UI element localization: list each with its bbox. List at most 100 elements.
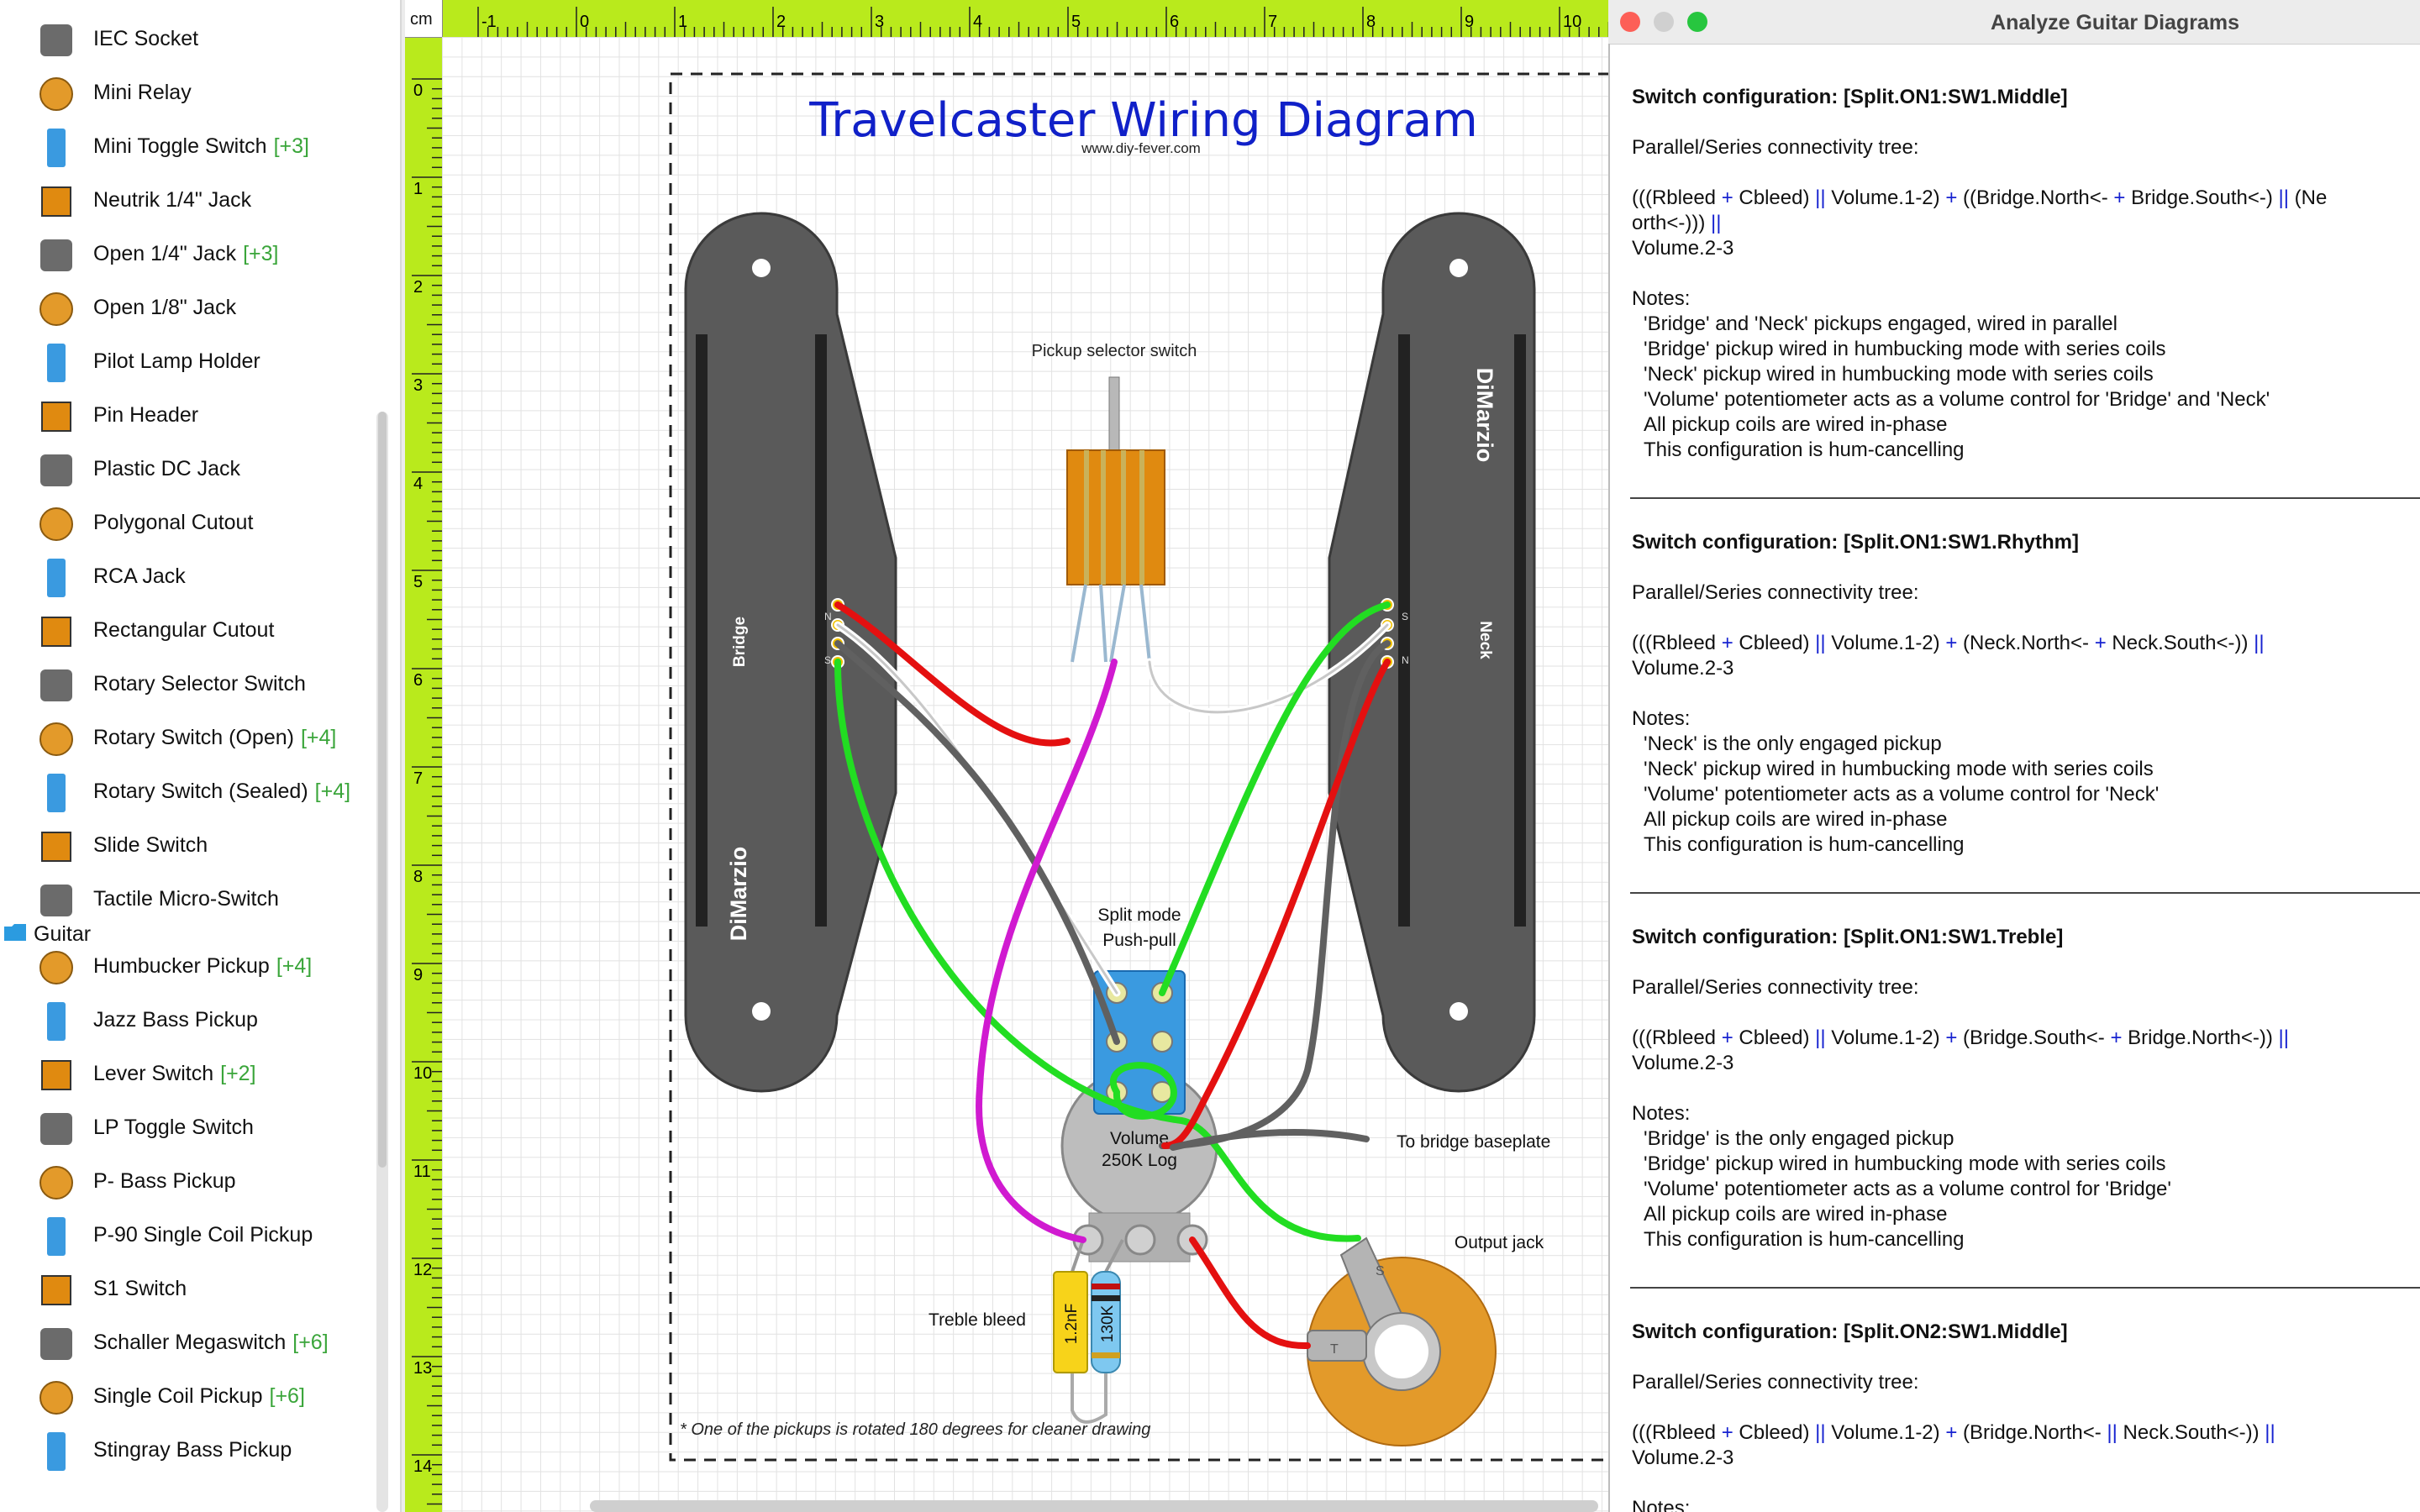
sidebar-item-label: Mini Toggle Switch[+3] xyxy=(93,134,309,159)
minimize-window-button[interactable] xyxy=(1654,12,1674,32)
sidebar-item-label: RCA Jack xyxy=(93,564,186,589)
tree-operator: + xyxy=(1945,1421,1958,1444)
tree-operator: + xyxy=(2110,1026,2123,1049)
item-name: Rectangular Cutout xyxy=(93,618,275,642)
neck-pickup-brand: DiMarzio xyxy=(1472,368,1497,463)
tree-operator: + xyxy=(1721,1026,1733,1049)
bridge-pickup[interactable]: Bridge DiMarzio N S xyxy=(684,212,897,1093)
category-guitar[interactable]: Guitar xyxy=(0,917,383,951)
diagram-page[interactable]: Travelcaster Wiring Diagram www.diy-feve… xyxy=(442,37,1608,1512)
sidebar-item[interactable]: Mini Relay xyxy=(0,67,383,121)
sidebar-item[interactable]: Mini Toggle Switch[+3] xyxy=(0,121,383,175)
sidebar-item[interactable]: IEC Socket xyxy=(0,13,383,67)
category-label: Guitar xyxy=(34,922,92,946)
note-line: 'Bridge' and 'Neck' pickups engaged, wir… xyxy=(1644,312,2118,335)
sidebar-item[interactable]: S1 Switch xyxy=(0,1263,383,1317)
wire-green-loop[interactable] xyxy=(1110,1062,1177,1120)
sidebar-item[interactable]: Jazz Bass Pickup xyxy=(0,995,383,1048)
sidebar-item-label: P- Bass Pickup xyxy=(93,1169,236,1194)
close-window-button[interactable] xyxy=(1620,12,1640,32)
sidebar-item[interactable]: Rotary Switch (Open)[+4] xyxy=(0,712,383,766)
wire-green-neck[interactable] xyxy=(1159,601,1391,996)
wire-red-output[interactable] xyxy=(1189,1236,1311,1350)
sidebar-item[interactable]: Open 1/4" Jack[+3] xyxy=(0,228,383,282)
item-name: Rotary Switch (Open) xyxy=(93,726,294,749)
note-line: 'Bridge' pickup wired in humbucking mode… xyxy=(1644,1152,2166,1175)
ruler-tick-label: 5 xyxy=(1071,13,1081,31)
sidebar-item[interactable]: Stingray Bass Pickup xyxy=(0,1425,383,1478)
tree-operator: || xyxy=(2254,632,2265,654)
diagram-subtitle: www.diy-fever.com xyxy=(1081,140,1201,156)
note-line: This configuration is hum-cancelling xyxy=(1644,833,1965,856)
bleed-capacitor[interactable] xyxy=(1053,1271,1088,1373)
sidebar-item[interactable]: Rotary Switch (Sealed)[+4] xyxy=(0,766,383,820)
ruler-tick-label: 7 xyxy=(413,769,423,788)
section-divider xyxy=(1630,892,2420,894)
ruler-tick-label: 4 xyxy=(413,475,423,493)
sidebar-item[interactable]: Tactile Micro-Switch xyxy=(0,874,383,927)
sidebar-item[interactable]: Slide Switch xyxy=(0,820,383,874)
sidebar-item[interactable]: Rotary Selector Switch xyxy=(0,659,383,712)
analysis-report[interactable]: Switch configuration: [Split.ON1:SW1.Mid… xyxy=(1608,44,2420,1512)
sidebar-item[interactable]: Open 1/8" Jack xyxy=(0,282,383,336)
sidebar-item[interactable]: Humbucker Pickup[+4] xyxy=(0,941,383,995)
output-jack[interactable]: Output jack S T xyxy=(1307,1233,1544,1446)
zoom-window-button[interactable] xyxy=(1687,12,1707,32)
wire-gray-bridge[interactable] xyxy=(834,640,1120,1045)
ruler-tick-label: 8 xyxy=(413,868,423,886)
pickup-selector-switch[interactable]: Pickup selector switch xyxy=(1032,342,1197,663)
sidebar-item-label: Pilot Lamp Holder xyxy=(93,349,260,374)
sidebar-item[interactable]: Single Coil Pickup[+6] xyxy=(0,1371,383,1425)
sidebar-item[interactable]: Pin Header xyxy=(0,390,383,444)
sidebar-item-label: Pin Header xyxy=(93,403,198,428)
tree-term: Cbleed) xyxy=(1733,1421,1816,1444)
sidebar-item-label: Rotary Switch (Open)[+4] xyxy=(93,726,336,750)
sidebar-item[interactable]: Schaller Megaswitch[+6] xyxy=(0,1317,383,1371)
wires[interactable] xyxy=(834,601,1392,1350)
wire-red-bridge[interactable] xyxy=(834,601,1071,747)
sidebar-item-label: Neutrik 1/4" Jack xyxy=(93,188,251,213)
canvas-horizontal-scrollbar[interactable] xyxy=(590,1500,1598,1512)
ruler-tick-label: 10 xyxy=(1563,13,1581,31)
item-name: Rotary Switch (Sealed) xyxy=(93,780,308,803)
wire-red-neck[interactable] xyxy=(1161,659,1391,1149)
item-name: Polygonal Cutout xyxy=(93,511,254,534)
item-name: Single Coil Pickup xyxy=(93,1384,263,1408)
sidebar-item[interactable]: Plastic DC Jack xyxy=(0,444,383,497)
tree-line: Volume.2-3 xyxy=(1632,1446,2420,1471)
window-titlebar[interactable]: Analyze Guitar Diagrams xyxy=(1608,0,2420,45)
neck-pickup[interactable]: DiMarzio Neck S N xyxy=(1328,212,1536,1093)
sidebar-scrollbar-thumb[interactable] xyxy=(378,412,387,1168)
neck-pickup-name: Neck xyxy=(1476,621,1494,659)
sidebar-item[interactable]: RCA Jack xyxy=(0,551,383,605)
sidebar-item[interactable]: Lever Switch[+2] xyxy=(0,1048,383,1102)
sidebar-item[interactable]: Pilot Lamp Holder xyxy=(0,336,383,390)
notes-label: Notes: xyxy=(1632,1102,1691,1125)
wire-magenta[interactable] xyxy=(976,659,1118,1243)
note-line: 'Bridge' is the only engaged pickup xyxy=(1644,1127,1954,1150)
ruler-unit: cm xyxy=(405,0,443,38)
tree-operator: + xyxy=(1945,632,1958,654)
wire-green-bridge[interactable] xyxy=(834,659,1361,1242)
tree-term: (((Rbleed xyxy=(1632,186,1722,209)
sidebar-item[interactable]: Rectangular Cutout xyxy=(0,605,383,659)
volume-value: 250K Log xyxy=(1102,1151,1177,1170)
ruler-tick-label: 3 xyxy=(413,376,423,395)
wiring-diagram[interactable]: Travelcaster Wiring Diagram www.diy-feve… xyxy=(442,37,1608,1512)
item-name: P- Bass Pickup xyxy=(93,1169,236,1193)
sidebar-item[interactable]: Polygonal Cutout xyxy=(0,497,383,551)
sidebar-item[interactable]: Neutrik 1/4" Jack xyxy=(0,175,383,228)
wire-gray-baseplate[interactable] xyxy=(1170,1128,1370,1151)
sidebar-scrollbar[interactable] xyxy=(376,412,388,1512)
sidebar-item-label: IEC Socket xyxy=(93,27,198,51)
sidebar-item-label: S1 Switch xyxy=(93,1277,187,1301)
schaller-megaswitch-icon xyxy=(40,1328,72,1360)
treble-bleed[interactable]: Treble bleed 1.2nF 130K xyxy=(929,1239,1124,1424)
sidebar-item[interactable]: LP Toggle Switch xyxy=(0,1102,383,1156)
note-line: All pickup coils are wired in-phase xyxy=(1644,413,1948,436)
sidebar-item[interactable]: P-90 Single Coil Pickup xyxy=(0,1210,383,1263)
sidebar-item[interactable]: P- Bass Pickup xyxy=(0,1156,383,1210)
wire-white-neck[interactable] xyxy=(1148,623,1389,714)
